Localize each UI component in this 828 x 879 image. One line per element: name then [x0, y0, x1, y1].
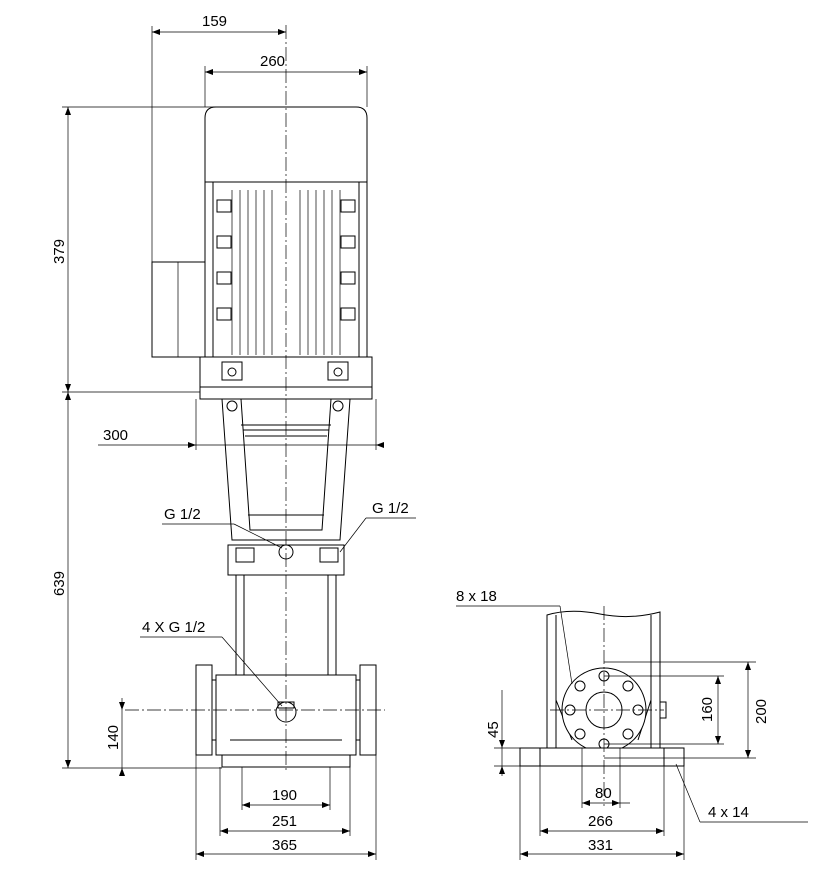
base-view-baseplate — [519, 747, 685, 767]
base-view-dimensions: 8 x 18 200 160 45 80 266 — [456, 588, 808, 860]
callout-foot-holes: 4 x 14 — [708, 804, 749, 821]
dim-159: 159 — [202, 13, 227, 30]
dim-300: 300 — [103, 427, 128, 444]
callout-drain: 4 X G 1/2 — [142, 619, 205, 636]
base-view — [519, 606, 685, 806]
motor-cooling-fins — [212, 182, 360, 357]
dim-45: 45 — [485, 721, 502, 738]
dim-639: 639 — [51, 571, 68, 596]
callout-vent-left: G 1/2 — [164, 506, 201, 523]
callout-vent-right: G 1/2 — [372, 500, 409, 517]
front-view-dimensions: 159 260 379 300 639 140 — [51, 13, 416, 860]
dim-190: 190 — [272, 787, 297, 804]
dim-260: 260 — [260, 53, 285, 70]
callout-bolt-holes: 8 x 18 — [456, 588, 497, 605]
dim-160: 160 — [699, 697, 716, 722]
dim-251: 251 — [272, 813, 297, 830]
dim-140: 140 — [105, 725, 122, 750]
dim-200: 200 — [753, 699, 770, 724]
dim-331: 331 — [588, 837, 613, 854]
dim-379: 379 — [51, 239, 68, 264]
front-view — [125, 25, 385, 770]
dim-365: 365 — [272, 837, 297, 854]
dim-80: 80 — [595, 785, 612, 802]
motor-stool — [221, 398, 351, 541]
dim-266: 266 — [588, 813, 613, 830]
terminal-box — [151, 261, 206, 358]
